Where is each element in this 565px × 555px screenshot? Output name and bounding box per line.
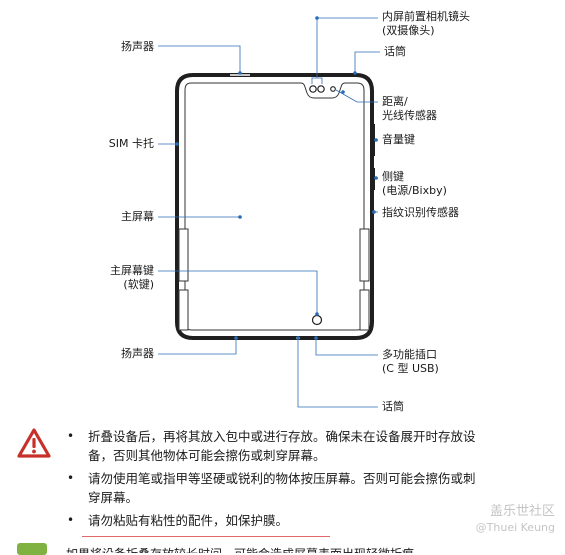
- warning-icon: [17, 428, 51, 458]
- side-key: [372, 168, 375, 190]
- label-sim-tray: SIM 卡托: [108, 137, 154, 150]
- label-mic-top: 话筒: [384, 45, 406, 58]
- volume-key: [372, 124, 375, 156]
- proximity-sensor: [330, 86, 336, 92]
- label-speaker-top: 扬声器: [121, 40, 154, 53]
- device-diagram: [158, 16, 380, 408]
- label-home-key: 主屏幕键 (软键): [110, 264, 154, 291]
- label-proximity: 距离/ 光线传感器: [382, 95, 437, 122]
- watermark-author: @Thuei Keung: [475, 521, 555, 534]
- label-main-screen: 主屏幕: [121, 210, 154, 223]
- label-mic-bottom: 话筒: [382, 400, 404, 413]
- label-side-key: 侧键 (电源/Bixby): [382, 170, 447, 197]
- warning-item-1: • 折叠设备后，再将其放入包中或进行存放。确保未在设备展开时存放设备，否则其他物…: [67, 427, 483, 465]
- front-camera-lens-2: [317, 85, 325, 93]
- watermark-community: 盖乐世社区: [489, 504, 555, 519]
- warning-text: 请勿粘贴有粘性的配件，如保护膜。: [88, 513, 289, 528]
- screen-outline: [184, 82, 365, 331]
- warning-item-3: • 请勿粘贴有粘性的配件，如保护膜。: [67, 511, 483, 530]
- label-fingerprint: 指纹识别传感器: [382, 206, 459, 219]
- bullet-dot: •: [67, 513, 75, 527]
- left-hinge-upper: [178, 228, 189, 282]
- right-hinge-upper: [359, 228, 370, 282]
- bullet-dot: •: [67, 471, 75, 485]
- label-front-camera: 内屏前置相机镜头 (双摄像头): [382, 10, 470, 37]
- note-text-cut: 如果将设备折叠存放较长时间，可能会造成屏幕表面出现轻微折痕。: [66, 545, 446, 553]
- home-key: [311, 314, 323, 326]
- label-volume-key: 音量键: [382, 133, 415, 146]
- note-icon: [17, 543, 47, 555]
- bullet-dot: •: [67, 429, 75, 443]
- warning-text: 折叠设备后，再将其放入包中或进行存放。确保未在设备展开时存放设备，否则其他物体可…: [88, 429, 476, 463]
- left-hinge-lower: [178, 289, 189, 331]
- label-speaker-bottom: 扬声器: [121, 347, 154, 360]
- warning-item-2: • 请勿使用笔或指甲等坚硬或锐利的物体按压屏幕。否则可能会擦伤或刺穿屏幕。: [67, 469, 483, 507]
- warning-text: 请勿使用笔或指甲等坚硬或锐利的物体按压屏幕。否则可能会擦伤或刺穿屏幕。: [88, 471, 476, 505]
- front-camera-lens-1: [309, 85, 317, 93]
- callout-dots: [175, 16, 378, 340]
- label-port: 多功能插口 (C 型 USB): [382, 348, 439, 375]
- right-hinge-lower: [359, 289, 370, 331]
- highlight-underline: [82, 536, 330, 537]
